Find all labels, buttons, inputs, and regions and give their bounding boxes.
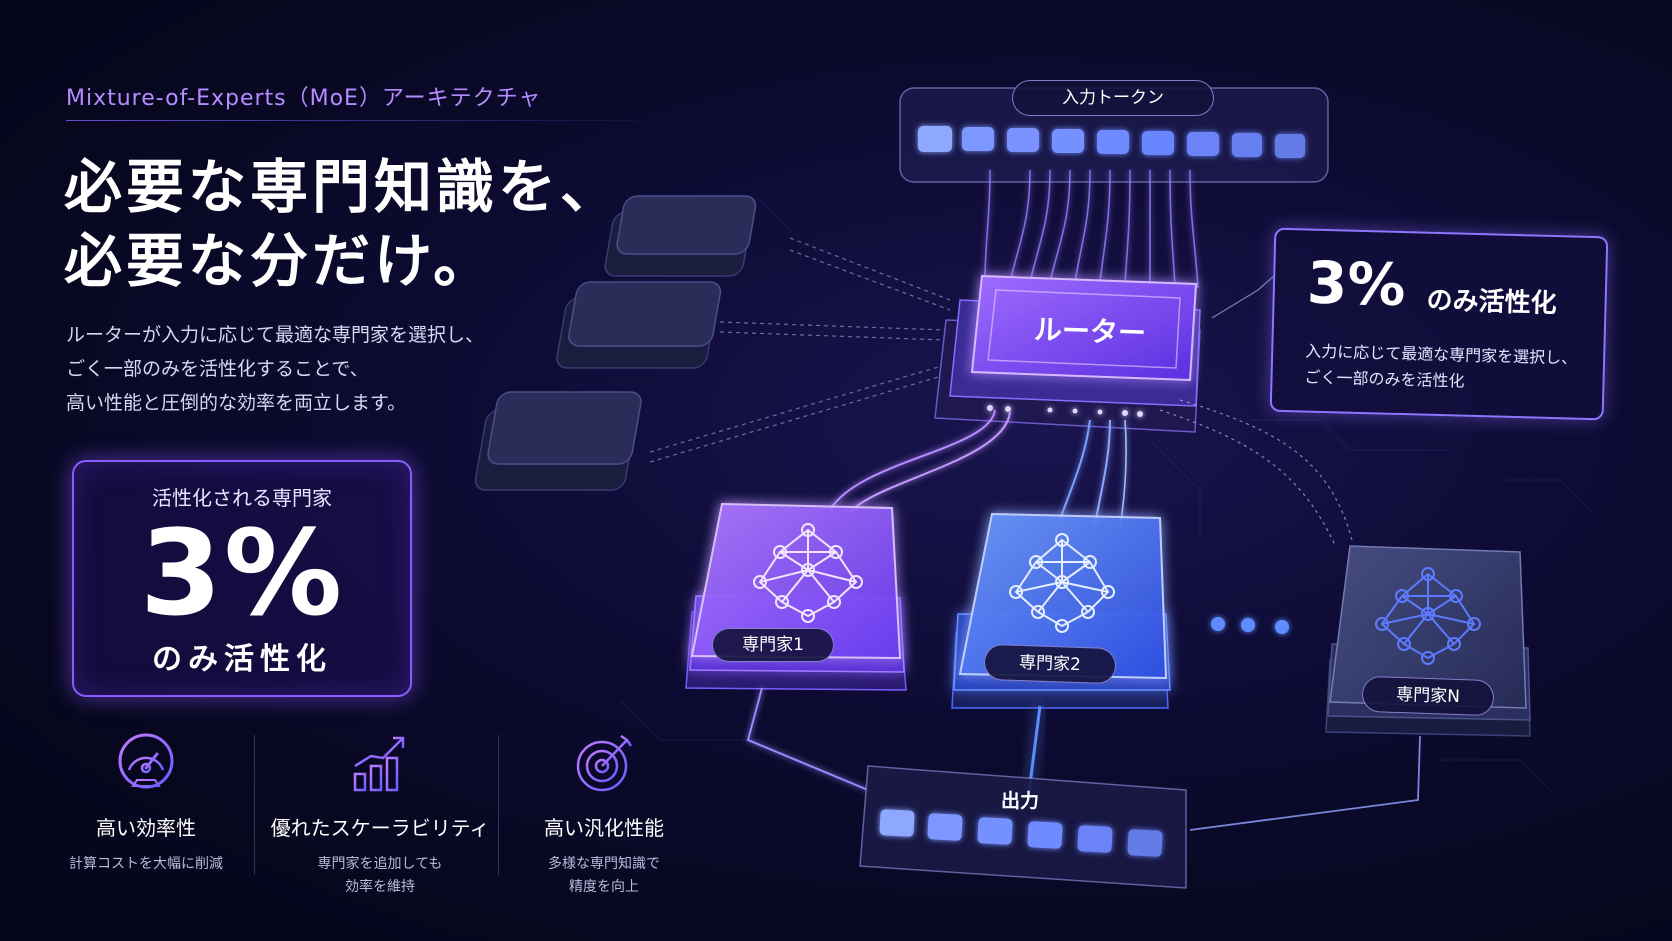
router-chip — [934, 274, 1201, 433]
headline-line-2: 必要な分だけ。 — [64, 227, 496, 295]
description: ルーターが入力に応じて最適な専門家を選択し、 ごく一部のみを活性化することで、 … — [66, 318, 626, 420]
circuit-background — [619, 199, 1591, 791]
more-experts-dots — [1211, 617, 1289, 634]
router-expert-lines — [829, 409, 1127, 529]
input-token-bar — [899, 87, 1329, 183]
feature-desc-line: 効率を維持 — [345, 879, 415, 895]
activation-callout: 3% のみ活性化 入力に応じて最適な専門家を選択し、 ごく一部のみを活性化 — [1269, 227, 1609, 421]
target-icon — [569, 728, 639, 798]
feature-efficiency: 高い効率性 計算コストを大幅に削減 — [26, 728, 266, 876]
eyebrow-title: Mixture-of-Experts（MoE）アーキテクチャ — [66, 86, 542, 111]
feature-desc-line: 計算コストを大幅に削減 — [69, 856, 223, 872]
active-experts-stat-card: 活性化される専門家 3% のみ活性化 — [72, 460, 412, 697]
feature-divider — [498, 735, 499, 875]
expert-1-chip — [685, 502, 907, 691]
feature-desc-line: 精度を向上 — [569, 879, 639, 895]
network-icon — [1375, 567, 1481, 665]
feature-scalability: 優れたスケーラビリティ 専門家を追加しても 効率を維持 — [260, 728, 500, 899]
stat-label: 活性化される専門家 — [152, 486, 332, 510]
stat-sub: のみ活性化 — [152, 642, 332, 677]
eyebrow-divider — [66, 120, 686, 121]
callout-value: 3% — [1306, 248, 1407, 320]
network-icon — [753, 523, 863, 623]
callout-text: のみ活性化 — [1426, 285, 1557, 320]
router-inactive-lines — [1159, 399, 1353, 546]
inactive-expert-stack — [474, 195, 951, 491]
feature-desc: 多様な専門知識で 精度を向上 — [484, 853, 724, 899]
callout-pointer — [1211, 274, 1276, 319]
output-label: 出力 — [1000, 790, 1039, 812]
router-label: ルーター — [1033, 313, 1147, 350]
gauge-icon — [111, 728, 181, 798]
stat-value: 3% — [139, 504, 345, 642]
feature-desc-line: 専門家を追加しても — [317, 856, 443, 872]
description-line-1: ルーターが入力に応じて最適な専門家を選択し、 — [66, 324, 485, 346]
feature-title: 高い汎化性能 — [544, 816, 664, 840]
description-line-2: ごく一部のみを活性化することで、 — [66, 358, 369, 380]
output-token-bar — [859, 765, 1187, 889]
headline-line-1: 必要な専門知識を、 — [64, 153, 623, 221]
growth-chart-icon — [345, 728, 415, 798]
feature-title: 優れたスケーラビリティ — [270, 816, 490, 840]
description-line-3: 高い性能と圧倒的な効率を両立します。 — [66, 392, 407, 414]
callout-desc: 入力に応じて最適な専門家を選択し、 ごく一部のみを活性化 — [1304, 339, 1577, 398]
input-token-label: 入力トークン — [1012, 80, 1214, 116]
headline: 必要な専門知識を、 必要な分だけ。 — [64, 150, 684, 298]
expert-2-label: 専門家2 — [983, 643, 1117, 685]
feature-desc: 計算コストを大幅に削減 — [26, 853, 266, 876]
feature-generalization: 高い汎化性能 多様な専門知識で 精度を向上 — [484, 728, 724, 899]
feature-desc-line: 多様な専門知識で — [548, 856, 660, 872]
feature-desc: 専門家を追加しても 効率を維持 — [260, 853, 500, 899]
network-icon — [1009, 533, 1115, 633]
expert-1-label: 専門家1 — [712, 628, 834, 662]
input-router-lines — [984, 169, 1199, 289]
expert-n-label: 専門家N — [1361, 675, 1495, 717]
feature-title: 高い効率性 — [96, 816, 196, 840]
feature-divider — [254, 735, 255, 875]
